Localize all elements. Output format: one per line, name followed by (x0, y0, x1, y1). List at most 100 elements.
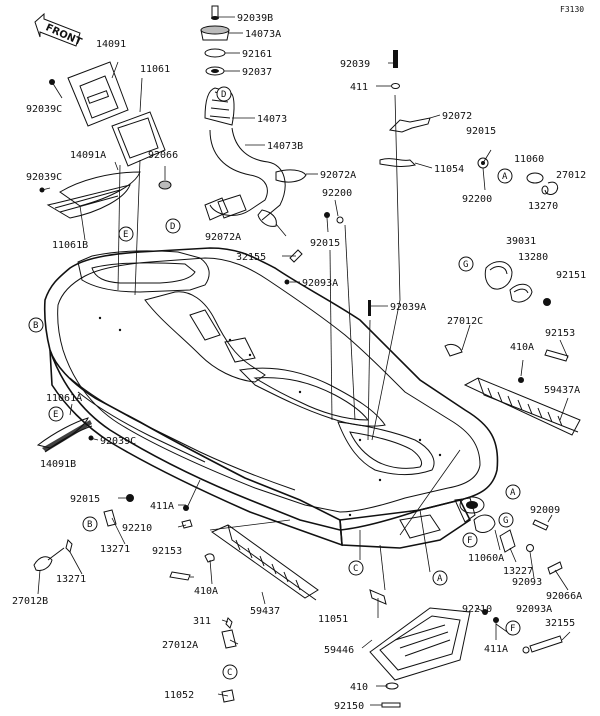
ref-marker-a-bottom: A (432, 570, 448, 586)
reference-markers: D D E E A A A B B C C G G F F (28, 86, 521, 680)
right-small-parts (284, 157, 559, 357)
ref-marker-d-lower: D (165, 218, 181, 234)
svg-text:G: G (503, 516, 508, 526)
filler-cap-stack (200, 5, 230, 76)
bolt-92039 (391, 50, 400, 89)
part-label-14091B: 14091B (40, 459, 76, 470)
part-label-11060A: 11060A (468, 553, 504, 564)
svg-text:C: C (353, 564, 358, 574)
ref-marker-b-lower: B (82, 516, 98, 532)
part-label-92210-right: 92210 (462, 604, 492, 615)
part-label-92153-lower: 92153 (152, 546, 182, 557)
part-label-13270: 13270 (528, 201, 558, 212)
leader-lines (37, 16, 571, 706)
bottom-left-parts (221, 617, 237, 703)
part-label-92072A-lower: 92072A (205, 232, 241, 243)
svg-text:D: D (170, 222, 175, 232)
side-vent-upper (39, 171, 172, 219)
part-label-92093: 92093 (512, 577, 542, 588)
part-label-92153-upper: 92153 (545, 328, 575, 339)
part-label-92039A: 92039A (390, 302, 426, 313)
ref-marker-g-upper: G (458, 256, 474, 272)
part-label-11061B: 11061B (52, 240, 88, 251)
part-label-411: 411 (350, 82, 368, 93)
part-label-92093A-lower: 92093A (516, 604, 552, 615)
part-label-39031: 39031 (506, 236, 536, 247)
svg-text:A: A (502, 172, 508, 182)
part-label-92015-center: 92015 (310, 238, 340, 249)
part-label-411A-right: 411A (484, 644, 508, 655)
part-label-11061: 11061 (140, 64, 170, 75)
part-label-11060: 11060 (514, 154, 544, 165)
part-labels: 92039B 14073A 92161 92037 14073 14073B 9… (12, 13, 586, 712)
ref-marker-e-upper: E (118, 226, 134, 242)
part-label-92015-upper: 92015 (466, 126, 496, 137)
svg-text:B: B (87, 520, 92, 530)
sponson-right (463, 377, 581, 436)
part-label-27012B: 27012B (12, 596, 48, 607)
ref-marker-f-hull: F (462, 532, 478, 548)
hose-clamps (257, 169, 307, 227)
part-label-92039C-upper: 92039C (26, 104, 62, 115)
ref-marker-e-lower: E (48, 406, 64, 422)
part-label-92039C-mid: 92039C (26, 172, 62, 183)
part-label-410A-upper: 410A (510, 342, 534, 353)
part-label-14091A: 14091A (70, 150, 106, 161)
part-label-14073B: 14073B (267, 141, 303, 152)
part-label-59437A: 59437A (544, 385, 580, 396)
part-label-27012: 27012 (556, 170, 586, 181)
part-label-13271-upper: 13271 (100, 544, 130, 555)
part-label-410A-lower: 410A (194, 586, 218, 597)
part-label-13227: 13227 (503, 566, 533, 577)
front-arrow-icon: FRONT (34, 12, 83, 48)
part-label-92072A-upper: 92072A (320, 170, 356, 181)
ref-marker-d-upper: D (216, 86, 232, 102)
ref-marker-f-lower: F (505, 620, 521, 636)
side-vent-lower (36, 417, 94, 453)
ref-marker-g-lower: G (498, 512, 514, 528)
part-label-92200-center: 92200 (322, 188, 352, 199)
part-label-411A-left: 411A (150, 501, 174, 512)
part-label-11061A: 11061A (46, 393, 82, 404)
part-label-11051: 11051 (318, 614, 348, 625)
part-label-32155-upper: 32155 (236, 252, 266, 263)
svg-text:A: A (510, 488, 516, 498)
ref-marker-a-hull: A (505, 484, 521, 500)
svg-text:B: B (33, 321, 38, 331)
part-label-92072: 92072 (442, 111, 472, 122)
bracket-92072 (379, 117, 431, 168)
sponson-left (210, 524, 319, 601)
part-label-92039C-lower: 92039C (100, 436, 136, 447)
hull-illustration (43, 247, 499, 549)
part-label-14073A: 14073A (245, 29, 281, 40)
inspection-cover (49, 61, 166, 167)
svg-text:C: C (227, 668, 232, 678)
ref-marker-b-hull: B (28, 317, 44, 333)
part-label-92200-right: 92200 (462, 194, 492, 205)
part-label-14091: 14091 (96, 39, 126, 50)
part-label-27012A: 27012A (162, 640, 198, 651)
part-label-92151: 92151 (556, 270, 586, 281)
part-label-92066: 92066 (148, 150, 178, 161)
svg-text:A: A (437, 574, 443, 584)
part-label-14073: 14073 (257, 114, 287, 125)
ride-plate (369, 589, 471, 708)
bolt-92153-lower (169, 553, 215, 581)
part-label-11054: 11054 (434, 164, 464, 175)
part-label-27012C: 27012C (447, 316, 483, 327)
part-label-59446: 59446 (324, 645, 354, 656)
part-label-32155-lower: 32155 (545, 618, 575, 629)
svg-text:D: D (221, 90, 226, 100)
part-label-59437: 59437 (250, 606, 280, 617)
part-label-410: 410 (350, 682, 368, 693)
part-label-92210-left: 92210 (122, 523, 152, 534)
part-label-92039B: 92039B (237, 13, 273, 24)
part-label-92015-lower: 92015 (70, 494, 100, 505)
svg-text:E: E (123, 230, 128, 240)
svg-text:E: E (53, 410, 58, 420)
diagram-code: F3130 (560, 5, 584, 14)
ref-marker-c-hull: C (348, 560, 364, 576)
pump-cover-parts (484, 261, 551, 306)
ref-marker-c-lower: C (222, 664, 238, 680)
